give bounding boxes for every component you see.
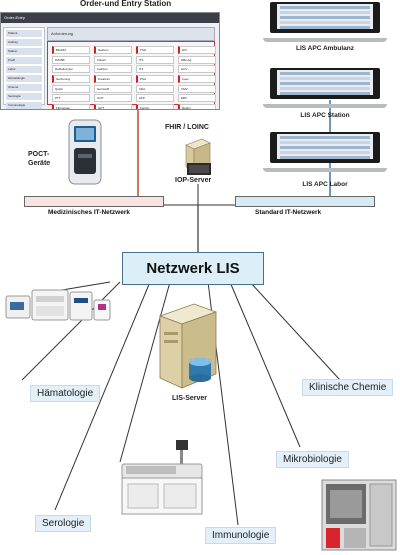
lis-server-icon	[152, 300, 222, 392]
order-entry-cell: fT4	[136, 65, 174, 74]
dept-haematologie: Hämatologie	[30, 385, 101, 402]
dept-mikrobiologie: Mikrobiologie	[276, 451, 349, 468]
order-entry-title: Order-und Entry Station	[80, 0, 172, 8]
dept-serologie: Serologie	[35, 515, 92, 532]
order-entry-cell: Harnstoff	[94, 84, 132, 93]
order-entry-cell: GPT	[94, 104, 132, 109]
poct-device-icon	[65, 118, 105, 188]
dept-immunologie: Immunologie	[205, 527, 277, 544]
iop-server-label: IOP-Server	[175, 177, 212, 184]
order-entry-sidebar-row: Profil	[6, 57, 42, 64]
order-entry-cell: Diff-BB	[52, 55, 90, 64]
immunology-analyzer-image	[320, 476, 398, 552]
lis-network-box: Netzwerk LIS	[122, 252, 264, 285]
order-entry-cell: HCV	[178, 65, 216, 74]
order-entry-cell: Lues	[178, 75, 216, 84]
order-entry-cell: Kalium	[94, 55, 132, 64]
order-entry-cell: Blutbild	[52, 46, 90, 54]
order-entry-window-title: Order-Entry	[1, 13, 219, 23]
order-entry-cell: PTT	[52, 94, 90, 103]
order-entry-column: TSHfT3fT4PSACEAAFPFerritinB12FolsäureHbA…	[136, 46, 174, 109]
laptop-labor	[263, 132, 387, 172]
laptop-station-caption: LIS APC Station	[300, 112, 350, 119]
order-entry-cell: PSA	[136, 75, 174, 84]
lis-server-label: LIS-Server	[172, 395, 208, 402]
laptop-station	[263, 68, 387, 108]
order-entry-cell: Kreatinin	[94, 75, 132, 84]
order-entry-header: Anforderung	[47, 27, 215, 41]
standard-network-bar	[235, 196, 375, 207]
order-entry-column: HIVHBs-AgHCVLuesCMVEBVRötelnToxoUrinKult…	[178, 46, 216, 109]
order-entry-cell: CMV	[178, 84, 216, 93]
order-entry-sidebar-row: Immunologie	[6, 102, 42, 109]
medical-network-label: Medizinisches IT-Netzwerk	[48, 209, 130, 216]
poct-label: POCT-Geräte	[28, 151, 51, 167]
standard-network-label: Standard IT-Netzwerk	[255, 209, 322, 216]
order-entry-cell: Calcium	[94, 65, 132, 74]
order-entry-sidebar-row: Patient	[6, 30, 42, 37]
order-entry-cell: HIV	[178, 46, 216, 54]
order-entry-cell: TSH	[136, 46, 174, 54]
fhir-loinc-label: FHIR / LOINC	[165, 124, 209, 131]
order-entry-cell: GOT	[94, 94, 132, 103]
medical-network-bar	[24, 196, 164, 207]
order-entry-cell: AFP	[136, 94, 174, 103]
order-entry-sidebar-row: Chemie	[6, 84, 42, 91]
order-entry-cell: Fibrinogen	[52, 104, 90, 109]
order-entry-cell: Röteln	[178, 104, 216, 109]
order-entry-cell: Retikulozyten	[52, 65, 90, 74]
order-entry-sidebar-row: Labor	[6, 66, 42, 73]
order-entry-sidebar-row: Serologie	[6, 93, 42, 100]
order-entry-cell: CEA	[136, 84, 174, 93]
order-entry-cell: Gerinnung	[52, 75, 90, 84]
dept-klinische-chemie: Klinische Chemie	[302, 379, 394, 396]
order-entry-sidebar-row: Station	[6, 48, 42, 55]
order-entry-cell: fT3	[136, 55, 174, 64]
serology-analyzer-image	[118, 438, 208, 516]
laptop-ambulanz-caption: LIS APC Ambulanz	[295, 45, 355, 52]
order-entry-cell: EBV	[178, 94, 216, 103]
order-entry-sidebar-row: Hämatologie	[6, 75, 42, 82]
order-entry-sidebar-row: Auftrag	[6, 39, 42, 46]
lab-analyzers-image	[4, 286, 114, 326]
order-entry-cell: Quick	[52, 84, 90, 93]
order-entry-cell: Natrium	[94, 46, 132, 54]
order-entry-cell: HBs-Ag	[178, 55, 216, 64]
laptop-ambulanz	[263, 2, 387, 42]
laptop-labor-caption: LIS APC Labor	[302, 181, 348, 188]
iop-server-icon	[180, 137, 214, 177]
order-entry-cell: Ferritin	[136, 104, 174, 109]
